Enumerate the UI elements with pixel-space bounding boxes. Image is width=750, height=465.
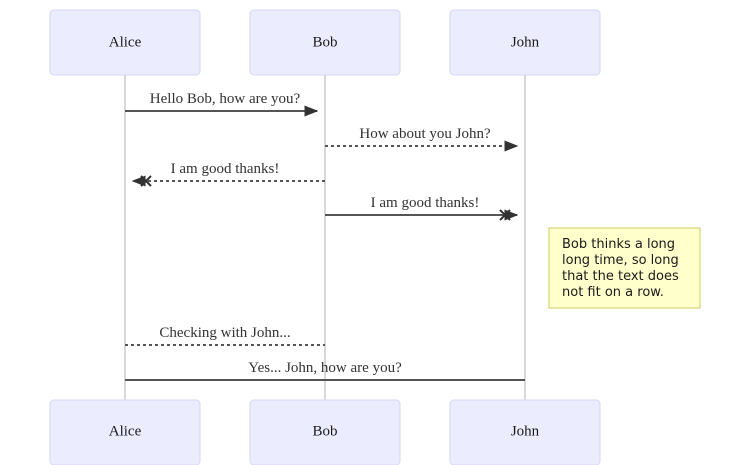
message-3-cross-icon xyxy=(140,175,152,187)
actor-box-rect-john-top[interactable] xyxy=(449,9,601,76)
actor-label-bob-top: Bob xyxy=(312,34,337,50)
lifelines-group xyxy=(124,75,526,402)
actor-boxes-top: Alice Bob John xyxy=(49,9,601,76)
actor-bottom-alice[interactable]: Alice xyxy=(49,399,201,465)
message-6-yes-john-how-are-you[interactable]: Yes... John, how are you? xyxy=(125,360,525,381)
actor-label-bob-bottom: Bob xyxy=(312,423,337,439)
message-3-label: I am good thanks! xyxy=(171,161,280,177)
note-background-rect[interactable] xyxy=(548,227,701,309)
message-1-label: Hello Bob, how are you? xyxy=(150,91,301,107)
actor-box-rect-bob-bottom[interactable] xyxy=(249,399,401,465)
note-bob-thinks[interactable]: Bob thinks a long long time, so long tha… xyxy=(548,227,701,309)
actor-box-rect-john-bottom[interactable] xyxy=(449,399,601,465)
message-4-cross-icon xyxy=(499,209,511,221)
actor-top-bob[interactable]: Bob xyxy=(249,9,401,76)
message-4-label: I am good thanks! xyxy=(371,195,480,211)
message-2-how-about-john[interactable]: How about you John? xyxy=(325,126,519,152)
actor-box-rect-alice-bottom[interactable] xyxy=(49,399,201,465)
actor-boxes-bottom: Alice Bob John xyxy=(49,399,601,465)
actor-box-rect-bob-top[interactable] xyxy=(249,9,401,76)
message-3-i-am-good-thanks-to-alice[interactable]: I am good thanks! xyxy=(131,161,325,187)
message-2-label: How about you John? xyxy=(359,126,491,142)
actor-top-john[interactable]: John xyxy=(449,9,601,76)
actor-label-john-top: John xyxy=(511,34,540,50)
actor-bottom-bob[interactable]: Bob xyxy=(249,399,401,465)
note-text-line-2: long time, so long xyxy=(562,253,679,268)
actor-label-alice-bottom: Alice xyxy=(109,423,142,439)
actor-top-alice[interactable]: Alice xyxy=(49,9,201,76)
note-text-line-3: that the text does xyxy=(562,269,679,284)
message-5-checking-with-john[interactable]: Checking with John... xyxy=(125,325,325,346)
note-text-line-4: not fit on a row. xyxy=(562,285,664,300)
message-1-hello-bob[interactable]: Hello Bob, how are you? xyxy=(125,91,319,117)
note-text-line-1: Bob thinks a long xyxy=(562,237,675,252)
message-5-label: Checking with John... xyxy=(159,325,290,341)
actor-label-john-bottom: John xyxy=(511,423,540,439)
message-6-label: Yes... John, how are you? xyxy=(248,360,402,376)
messages-group: Hello Bob, how are you? How about you Jo… xyxy=(125,91,525,381)
message-4-i-am-good-thanks-to-john[interactable]: I am good thanks! xyxy=(325,195,519,221)
actor-label-alice-top: Alice xyxy=(109,34,142,50)
actor-box-rect-alice-top[interactable] xyxy=(49,9,201,76)
actor-bottom-john[interactable]: John xyxy=(449,399,601,465)
